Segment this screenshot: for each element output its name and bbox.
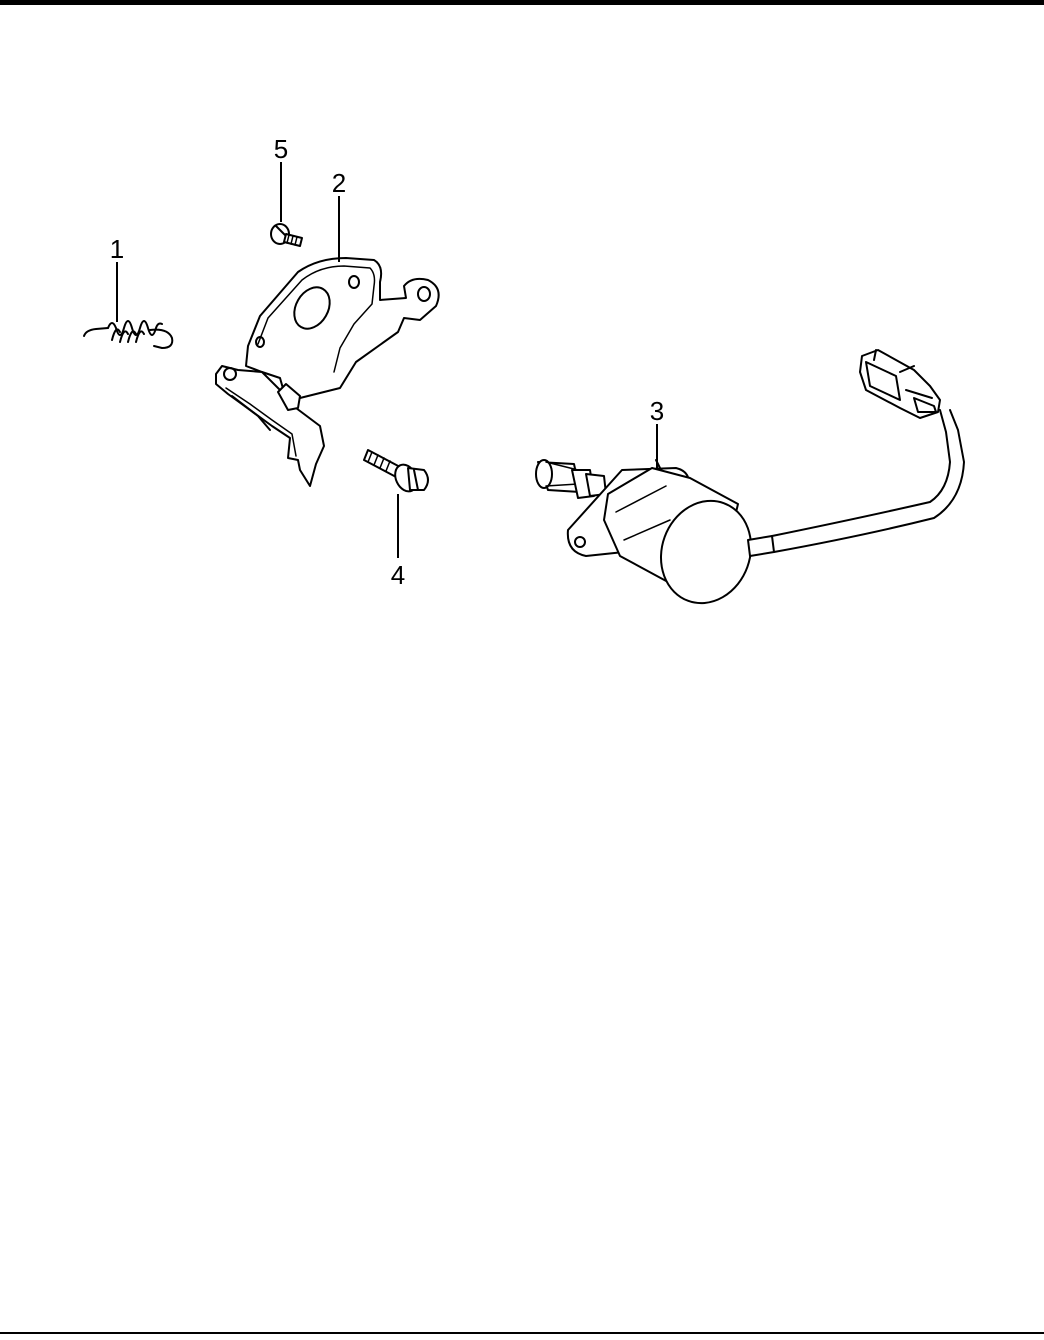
callout-1: 1 xyxy=(110,234,124,264)
callout-5: 5 xyxy=(274,134,288,164)
callout-3: 3 xyxy=(650,396,664,426)
callout-4: 4 xyxy=(391,560,405,590)
bracket-icon xyxy=(216,258,439,486)
spring-icon xyxy=(84,321,172,348)
bottom-rule xyxy=(0,1332,1044,1334)
screw-icon xyxy=(271,224,302,246)
solenoid-icon xyxy=(536,350,964,616)
callout-2: 2 xyxy=(332,168,346,198)
flange-bolt-icon xyxy=(364,450,428,495)
